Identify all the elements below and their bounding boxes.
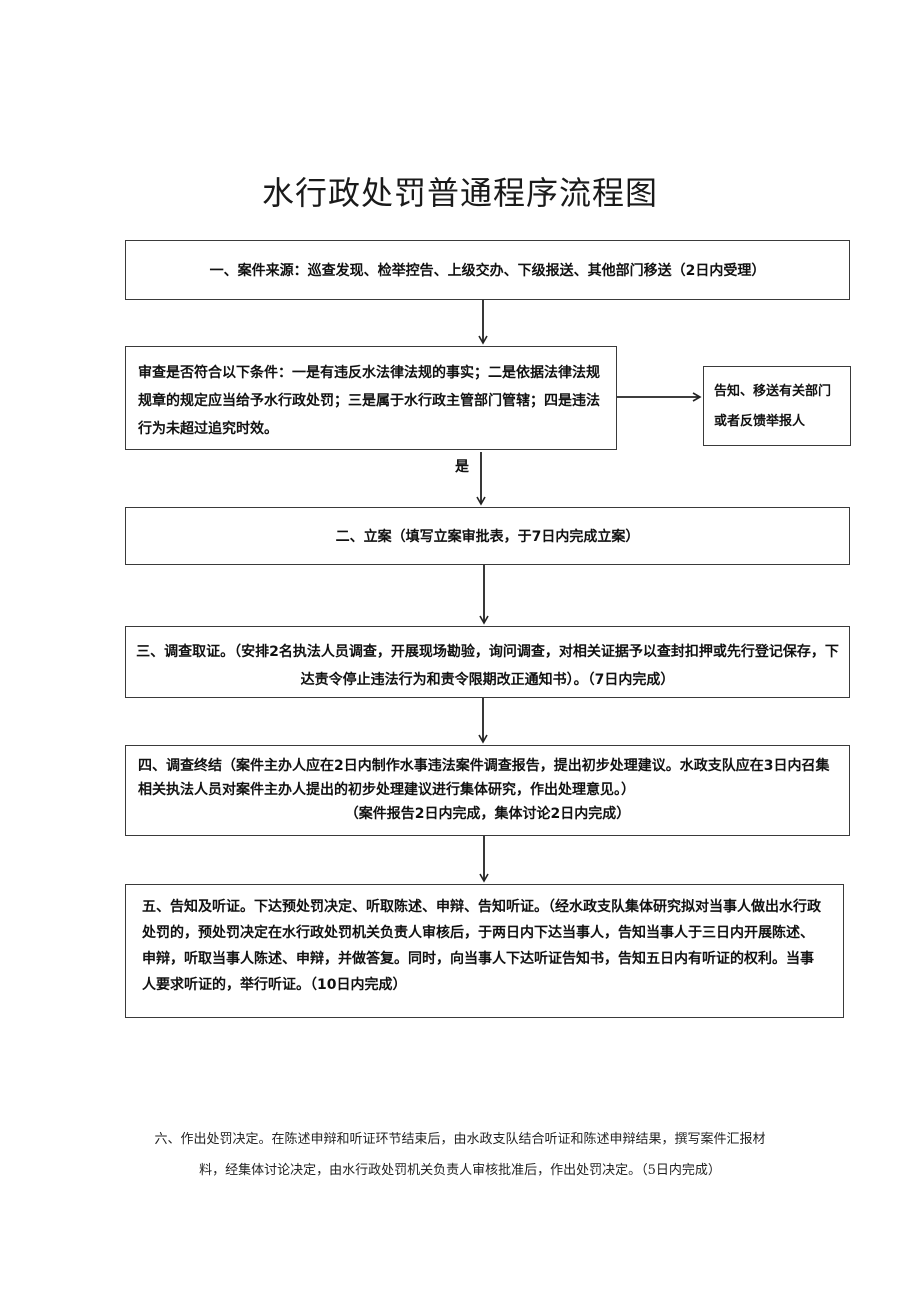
step-1-case-source: 一、案件来源：巡查发现、检举控告、上级交办、下级报送、其他部门移送（2日内受理） [125,240,850,300]
step-5-notice-hearing: 五、告知及听证。下达预处罚决定、听取陈述、申辩、告知听证。（经水政支队集体研究拟… [125,884,844,1018]
step-2-text: 二、立案（填写立案审批表，于7日内完成立案） [335,529,640,545]
step-2-filing: 二、立案（填写立案审批表，于7日内完成立案） [125,507,850,565]
notify-transfer-box: 告知、移送有关部门或者反馈举报人 [703,366,851,446]
step-5-text: 五、告知及听证。下达预处罚决定、听取陈述、申辩、告知听证。（经水政支队集体研究拟… [142,899,821,993]
step-4-note-text: （案件报告2日内完成，集体讨论2日内完成） [344,806,631,822]
step-4-main-text: 四、调查终结（案件主办人应在2日内制作水事违法案件调查报告，提出初步处理建议。水… [138,758,830,798]
yes-label: 是 [455,459,469,475]
step-3-investigation: 三、调查取证。（安排2名执法人员调查，开展现场勘验，询问调查，对相关证据予以查封… [125,626,850,698]
review-conditions-text: 审查是否符合以下条件：一是有违反水法律法规的事实；二是依据法律法规规章的规定应当… [138,365,600,437]
step-4-conclusion: 四、调查终结（案件主办人应在2日内制作水事违法案件调查报告，提出初步处理建议。水… [125,745,850,836]
page-title: 水行政处罚普通程序流程图 [261,174,658,212]
review-conditions-box: 审查是否符合以下条件：一是有违反水法律法规的事实；二是依据法律法规规章的规定应当… [125,346,617,450]
step-3-text: 三、调查取证。（安排2名执法人员调查，开展现场勘验，询问调查，对相关证据予以查封… [136,644,839,688]
notify-transfer-text: 告知、移送有关部门或者反馈举报人 [714,384,832,429]
step-6-decision-text: 六、作出处罚决定。在陈述申辩和听证环节结束后，由水政支队结合听证和陈述申辩结果，… [154,1132,766,1178]
step-1-text: 一、案件来源：巡查发现、检举控告、上级交办、下级报送、其他部门移送（2日内受理） [209,263,766,279]
